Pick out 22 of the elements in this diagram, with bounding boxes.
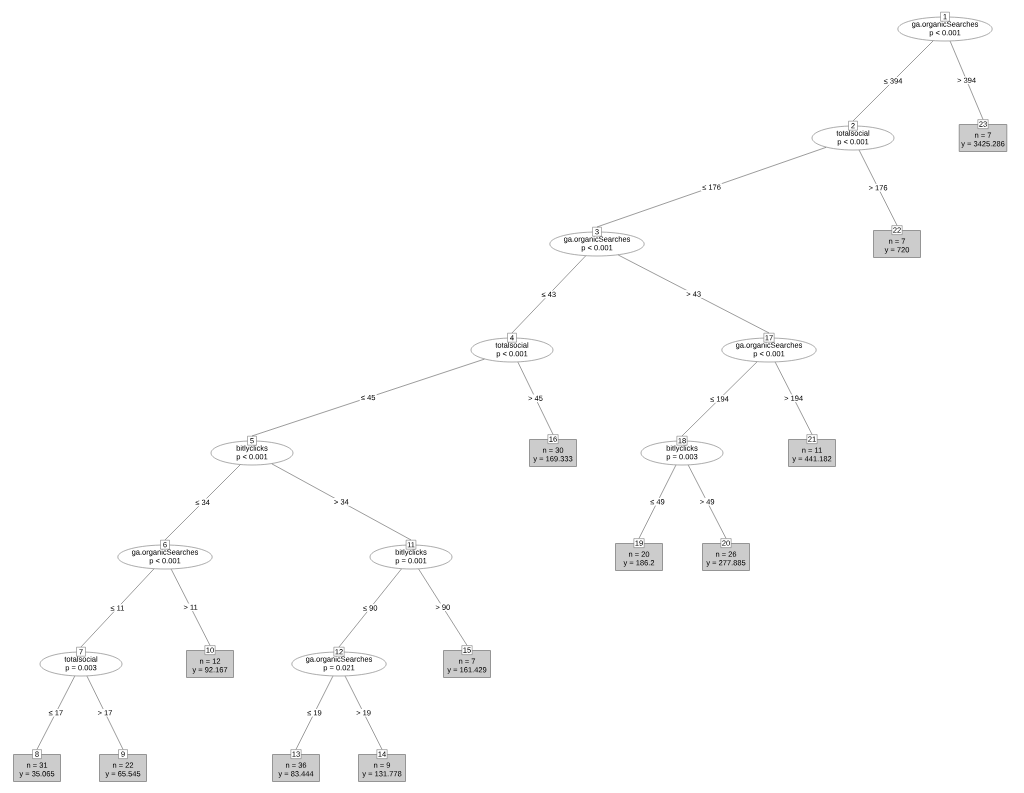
branch-line <box>338 568 402 648</box>
branch-line <box>681 361 758 437</box>
branch-line <box>617 254 770 334</box>
branch-line <box>638 464 677 539</box>
branch-line <box>36 675 76 750</box>
branch-line <box>852 40 934 122</box>
branch-line <box>949 40 984 120</box>
branch-line <box>170 568 211 646</box>
branch-line <box>251 358 485 437</box>
branch-line <box>418 568 468 646</box>
branch-line <box>774 361 813 435</box>
branch-line <box>596 147 827 228</box>
branch-line <box>344 675 383 750</box>
branch-line <box>858 149 898 226</box>
branch-line <box>517 361 554 435</box>
branch-line <box>271 463 412 541</box>
branch-line <box>80 568 155 648</box>
branch-line <box>295 675 334 750</box>
branch-line <box>164 464 241 541</box>
branch-line <box>511 255 586 334</box>
branch-line <box>86 675 124 750</box>
branch-line <box>688 464 727 539</box>
